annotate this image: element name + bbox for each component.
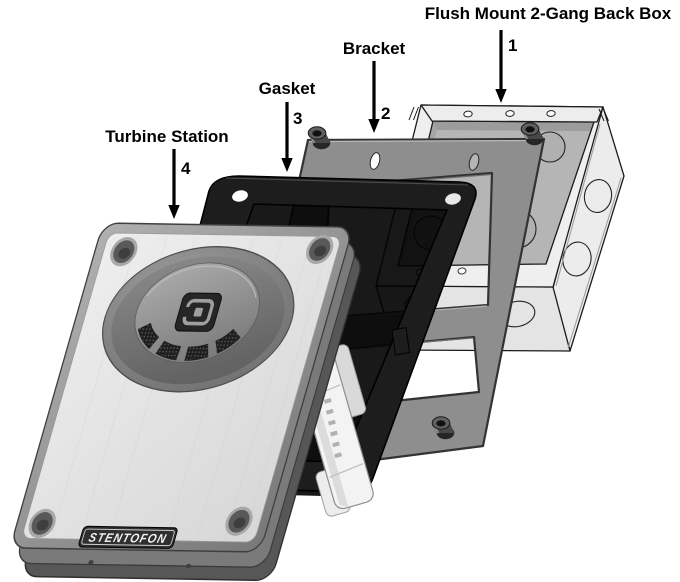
part-number-back-box: 1 [508, 36, 518, 55]
part-number-bracket: 2 [381, 104, 391, 123]
part-label-back-box: Flush Mount 2-Gang Back Box [424, 4, 672, 23]
gasket-hole [445, 193, 461, 205]
part-label-bracket: Bracket [342, 39, 406, 58]
brand-badge-text: STENTOFON [87, 530, 169, 546]
corner-screws [28, 234, 334, 539]
part-number-gasket: 3 [293, 109, 303, 128]
speaker-dome [102, 246, 295, 393]
gasket-tab [391, 327, 410, 356]
stentofon-logo-icon [174, 292, 222, 332]
bracket-slot [468, 153, 480, 171]
arrow-gasket [281, 102, 293, 172]
leader-arrows [168, 30, 507, 219]
gasket-hole [232, 190, 248, 202]
arrow-bracket [368, 61, 380, 133]
arrow-back-box [495, 30, 507, 103]
part-number-turbine-station: 4 [181, 159, 191, 178]
wall-hole [185, 563, 192, 569]
bracket-slot [369, 152, 381, 170]
wall-hole [88, 560, 94, 565]
arrow-turbine-station [168, 149, 180, 219]
brand-badge: STENTOFON [78, 525, 178, 549]
part-label-turbine-station: Turbine Station [105, 127, 229, 146]
turbine-station-illustration: STENTOFON [13, 222, 361, 582]
part-label-gasket: Gasket [258, 79, 316, 98]
